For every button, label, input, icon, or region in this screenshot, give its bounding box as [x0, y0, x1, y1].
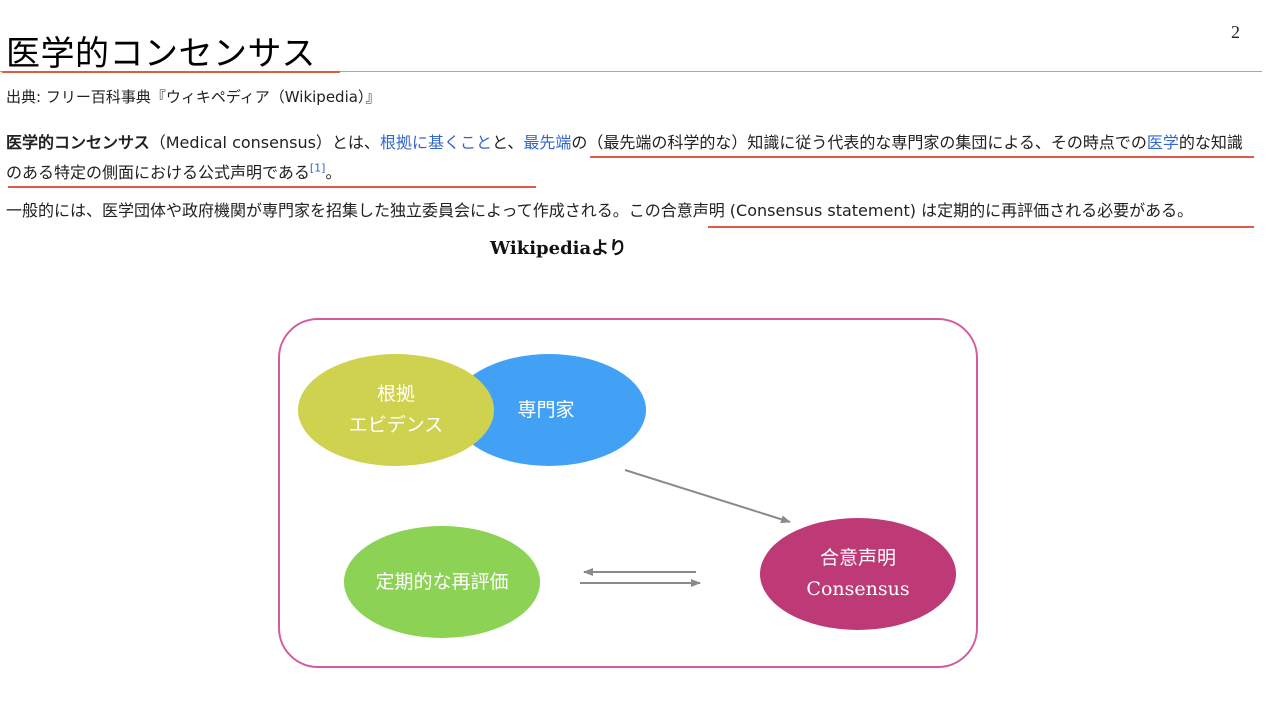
highlight-underline-2: [8, 186, 536, 188]
node-review-label: 定期的な再評価: [375, 570, 509, 593]
article-title: 医学的コンセンサス: [6, 34, 316, 74]
highlight-underline-3: [708, 226, 1254, 228]
diagram-frame: [278, 318, 978, 668]
paragraph-definition: 医学的コンセンサス（Medical consensus）とは、根拠に基くことと、…: [6, 128, 1256, 188]
node-consensus-label-1: 合意声明: [819, 547, 896, 569]
figure-caption: Wikipediaより: [490, 238, 627, 259]
node-evidence-label-2: エビデンス: [348, 414, 444, 436]
node-consensus: 合意声明 Consensus: [760, 518, 956, 630]
highlight-underline-1: [590, 156, 1254, 158]
definition-text-1: （Medical consensus）とは、: [149, 133, 380, 152]
definition-text-5: 。: [325, 163, 342, 182]
definition-text-3: の（最先端の科学的な）知識に従う代表的な専門家の集団による、その時点での: [571, 133, 1147, 152]
node-evidence-label-1: 根拠: [376, 383, 415, 405]
definition-text-2: と、: [491, 133, 524, 152]
definition-text-4: 的な知識のある特定の側面における公式声明である: [6, 133, 1243, 182]
node-consensus-label-2: Consensus: [806, 578, 910, 600]
arrow-experts-to-consensus: [624, 469, 791, 524]
title-divider: [0, 71, 1262, 72]
citation-link[interactable]: [1]: [309, 161, 326, 175]
link-state-of-the-art[interactable]: 最先端: [523, 133, 572, 152]
node-experts-label: 専門家: [517, 398, 575, 421]
paragraph-production: 一般的には、医学団体や政府機関が専門家を招集した独立委員会によって作成される。こ…: [6, 201, 1194, 220]
source-line: 出典: フリー百科事典『ウィキペディア（Wikipedia）』: [6, 88, 381, 106]
node-review: 定期的な再評価: [344, 526, 540, 638]
term-bold: 医学的コンセンサス: [6, 133, 150, 152]
page-number: 2: [1231, 22, 1240, 42]
title-underline-highlight: [2, 71, 340, 73]
node-evidence: 根拠 エビデンス: [298, 354, 494, 466]
link-evidence-based[interactable]: 根拠に基くこと: [379, 133, 492, 152]
link-medicine[interactable]: 医学: [1146, 133, 1179, 152]
